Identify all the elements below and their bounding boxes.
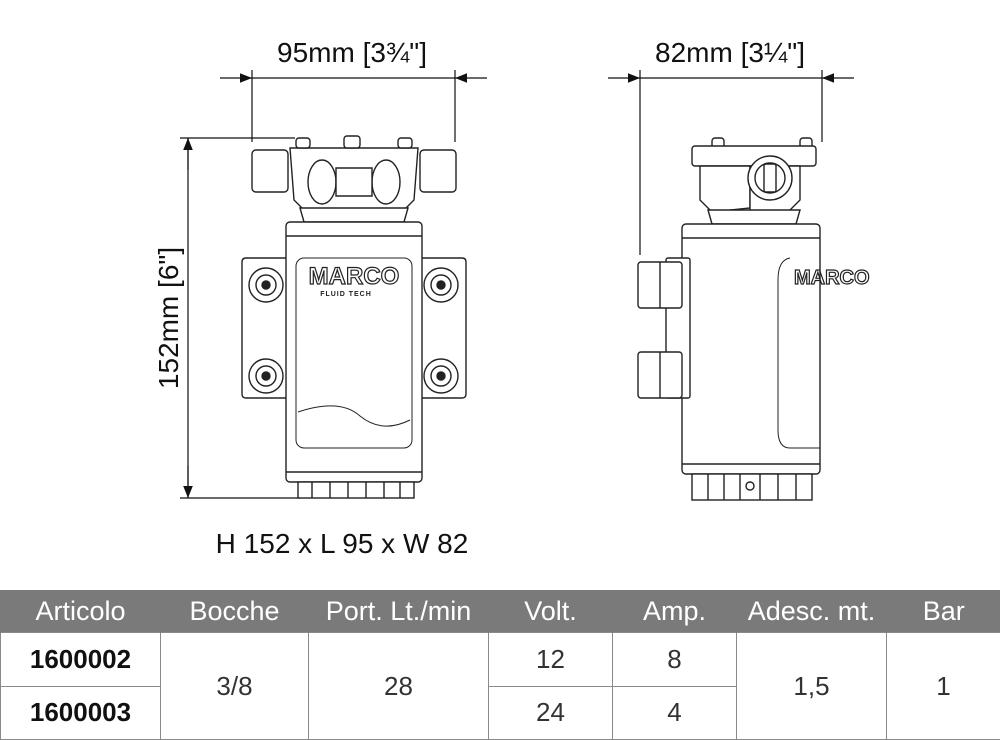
brand-logo-side: MARCO [794,267,870,289]
height-label: 152mm [6"] [153,247,184,389]
brand-logo-front: MARCO [309,263,400,290]
pump-side-view [637,137,821,501]
header-amp: Amp. [612,590,737,633]
portata-cell: 28 [308,632,489,740]
articolo-cell: 1600003 [0,685,161,740]
depth-label: 82mm [3¼"] [655,37,805,68]
pump-front-view [241,135,467,499]
table-row: 1600003 24 4 [0,685,1000,740]
volt-cell: 12 [488,632,613,687]
header-bocche: Bocche [160,590,309,633]
specifications-table: Articolo Bocche Port. Lt./min Volt. Amp.… [0,590,1000,740]
header-articolo: Articolo [0,590,161,633]
dimensions-summary: H 152 x L 95 x W 82 [216,528,469,559]
width-dimension [220,70,487,142]
amp-cell: 4 [612,685,737,740]
bocche-cell: 3/8 [160,632,309,740]
volt-cell: 24 [488,685,613,740]
articolo-cell: 1600002 [0,632,161,687]
technical-drawing: 95mm [3¾"] 152mm [6"] [153,37,870,559]
adescamento-cell: 1,5 [736,632,887,740]
table-row: 1600002 3/8 28 12 8 1,5 1 [0,632,1000,740]
amp-cell: 8 [612,632,737,687]
table-header-row: Articolo Bocche Port. Lt./min Volt. Amp.… [0,590,1000,633]
header-volt: Volt. [488,590,613,633]
header-portata: Port. Lt./min [308,590,489,633]
brand-subtitle-front: FLUID TECH [320,291,372,298]
bar-cell: 1 [886,632,1000,740]
width-label: 95mm [3¾"] [277,37,427,68]
depth-dimension [608,70,854,255]
height-dimension [180,137,300,499]
header-bar: Bar [886,590,1000,633]
header-adescamento: Adesc. mt. [736,590,887,633]
